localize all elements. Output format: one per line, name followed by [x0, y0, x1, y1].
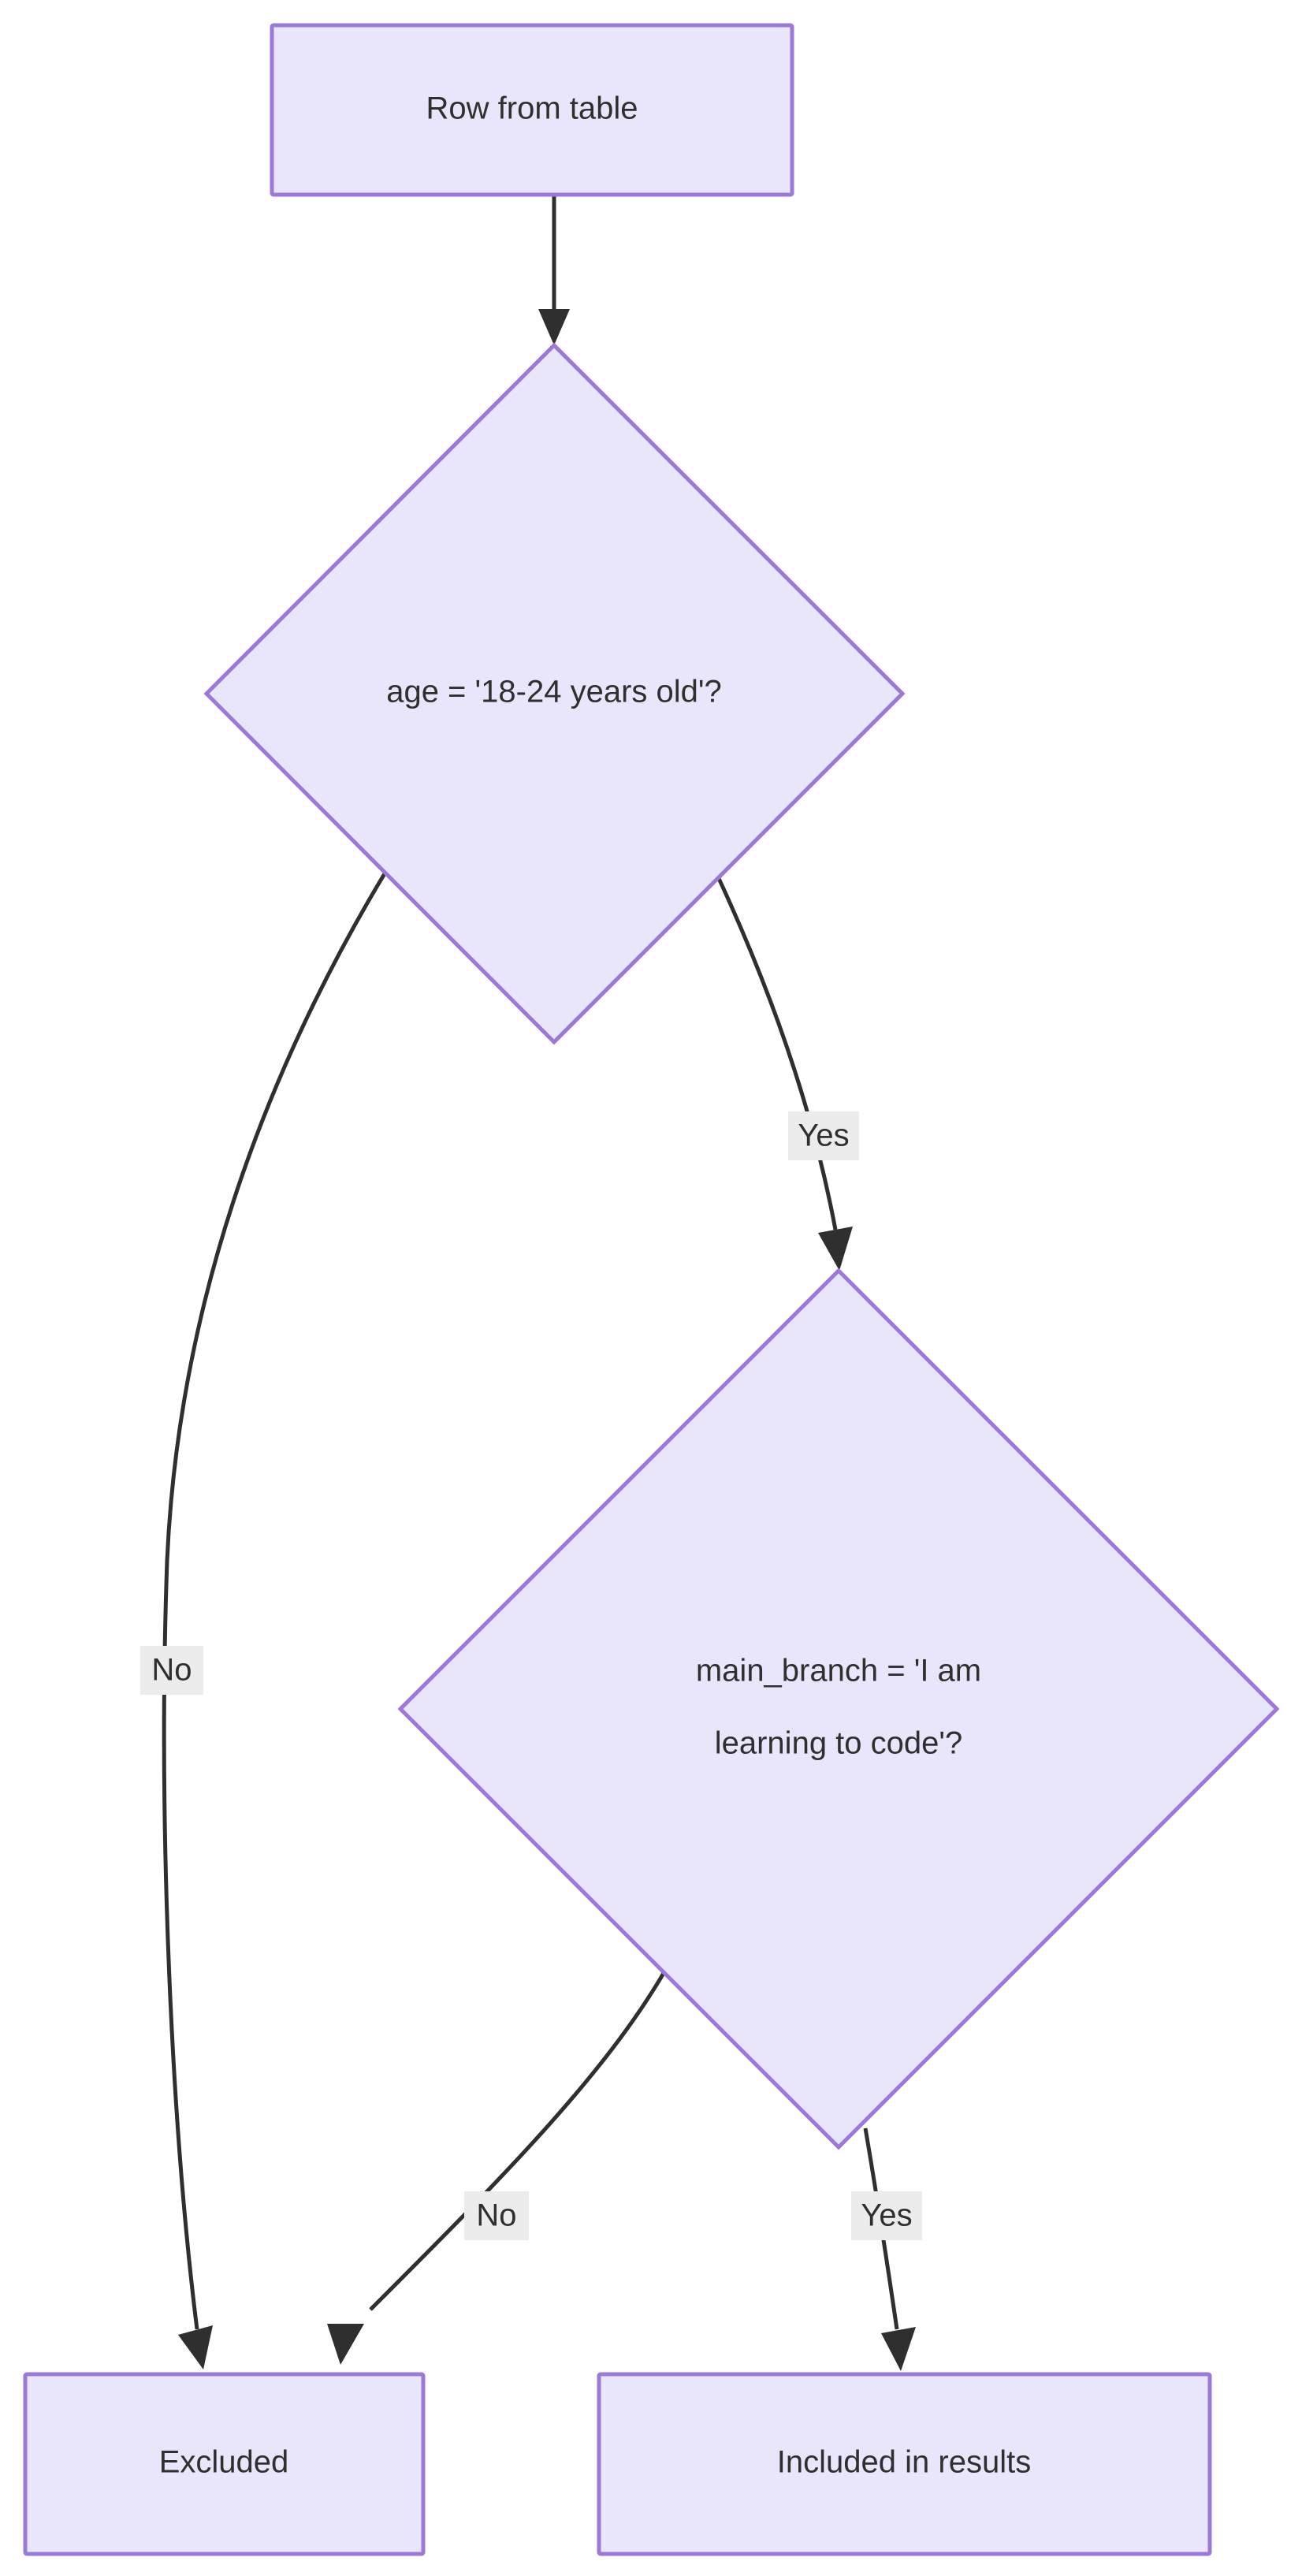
- edge-age-check-to-excluded: [162, 869, 389, 2369]
- edge-label-background: [140, 1646, 203, 1695]
- arrowhead-icon: [327, 2324, 364, 2365]
- node-label-excluded: Excluded: [159, 2445, 289, 2480]
- edge-label-no-branch-excluded: No: [464, 2191, 529, 2240]
- arrowhead-icon: [818, 1227, 853, 1271]
- arrowhead-icon: [178, 2325, 213, 2369]
- edge-line: [863, 2127, 899, 2330]
- node-excluded[interactable]: Excluded: [23, 2372, 426, 2556]
- edge-label-text-no: No: [151, 1653, 192, 1688]
- arrowhead-icon: [538, 309, 570, 345]
- edge-label-background: [788, 1111, 859, 1160]
- node-shape-rect: [270, 23, 794, 197]
- edge-label-background: [464, 2191, 529, 2240]
- edge-label-no-age-excluded: No: [140, 1646, 203, 1695]
- edge-line: [715, 873, 838, 1230]
- node-label-branch-check-line-2: learning to code'?: [715, 1726, 963, 1761]
- node-row-from-table[interactable]: Row from table: [270, 23, 794, 197]
- node-branch-check[interactable]: main_branch = 'I am learning to code'?: [397, 1268, 1280, 2150]
- edge-label-text-no: No: [476, 2198, 516, 2233]
- arrowhead-icon: [881, 2327, 916, 2371]
- edge-branch-check-to-excluded: [327, 1953, 676, 2365]
- node-shape-diamond: [203, 342, 906, 1045]
- node-label-row-from-table: Row from table: [426, 91, 638, 126]
- node-shape-diamond: [397, 1268, 1280, 2150]
- edge-label-text-yes: Yes: [798, 1119, 849, 1153]
- edge-age-check-to-branch-check: [715, 873, 853, 1271]
- edge-branch-check-to-included: [863, 2127, 916, 2371]
- edge-start-to-age-check: [538, 194, 570, 345]
- edge-label-yes-branch-included: Yes: [851, 2191, 922, 2240]
- edge-label-text-yes: Yes: [861, 2198, 912, 2233]
- edge-label-yes-age-branch: Yes: [788, 1111, 859, 1160]
- edge-label-background: [851, 2191, 922, 2240]
- node-label-included-in-results: Included in results: [777, 2445, 1031, 2480]
- node-label-branch-check-line-1: main_branch = 'I am: [696, 1654, 981, 1688]
- node-shape-rect: [597, 2372, 1212, 2556]
- edge-line: [369, 1953, 676, 2311]
- node-label-age-check: age = '18-24 years old'?: [386, 675, 722, 709]
- node-age-check[interactable]: age = '18-24 years old'?: [203, 342, 906, 1045]
- node-shape-rect: [23, 2372, 426, 2556]
- node-included-in-results[interactable]: Included in results: [597, 2372, 1212, 2556]
- edge-line: [162, 869, 389, 2330]
